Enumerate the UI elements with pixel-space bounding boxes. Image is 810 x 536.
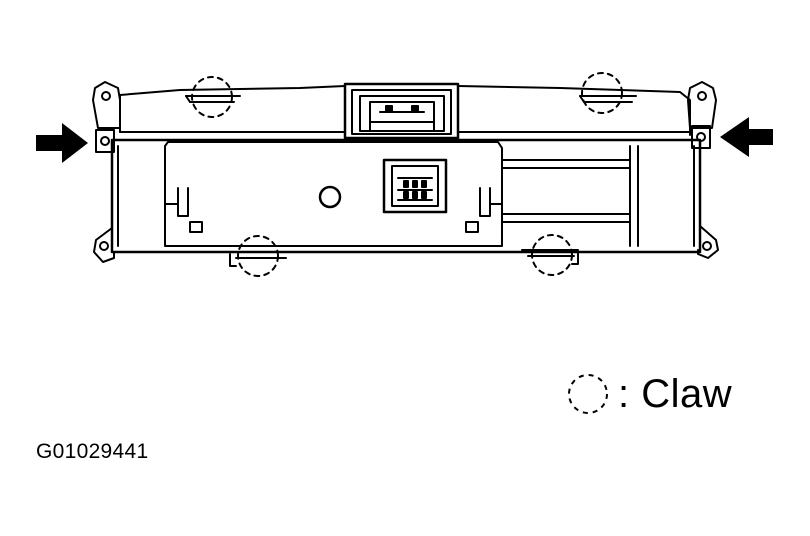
figure-id: G01029441: [36, 440, 149, 463]
legend-label: : Claw: [618, 371, 733, 416]
dashed-circle-icon: [568, 374, 608, 414]
center-connector: [382, 158, 448, 214]
bottom-right-mounting-tab: [697, 225, 719, 259]
right-arrow-icon: [720, 117, 773, 157]
claw-legend: : Claw: [566, 370, 732, 418]
claw-top-right-callout: [581, 72, 623, 114]
bottom-left-mounting-tab: [93, 227, 115, 263]
front-panel: [110, 138, 702, 254]
claw-top-left-callout: [191, 76, 233, 118]
claw-bottom-left-callout: [237, 235, 279, 277]
top-right-mounting-tab: [687, 81, 717, 129]
claw-bottom-right-callout: [531, 234, 573, 276]
top-housing: [92, 81, 717, 136]
top-connector: [343, 82, 460, 140]
left-arrow-icon: [36, 123, 88, 163]
claw-callouts: [191, 72, 623, 277]
top-left-mounting-tab: [92, 81, 121, 129]
left-screw-icon: [95, 129, 115, 153]
right-screw-icon: [691, 125, 711, 149]
